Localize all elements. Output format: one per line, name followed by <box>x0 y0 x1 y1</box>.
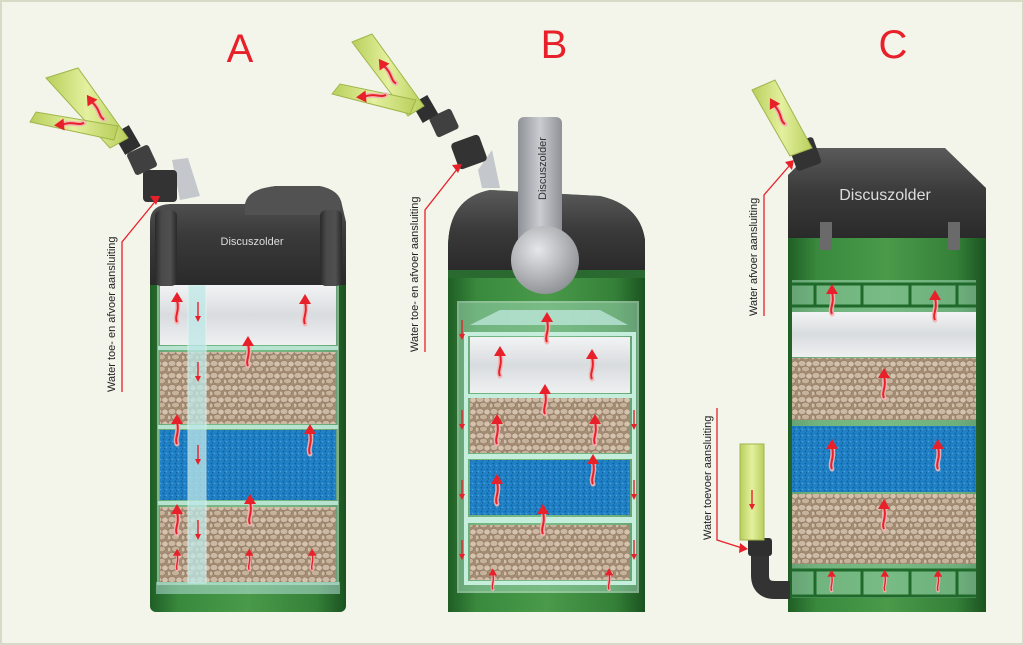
filter-a: A Discuszolder <box>29 27 346 612</box>
coupling-icon <box>143 170 177 202</box>
filter-b: B Discuszolder <box>331 23 645 612</box>
filter-a-clip-left <box>155 210 177 286</box>
filter-b-ceramic-layer <box>470 398 630 453</box>
filter-b-side-label: Water toe- en afvoer aansluiting <box>409 196 421 352</box>
filter-a-label-pointer <box>121 197 159 392</box>
filter-a-clip-right <box>320 210 342 286</box>
filter-c-floss-layer <box>792 312 976 357</box>
filter-c-sponge-layer <box>792 426 976 492</box>
filter-b-brand: Discuszolder <box>537 137 549 200</box>
filter-c-inlet-label: Water toevoer aansluiting <box>702 416 714 540</box>
filter-c-inlet-elbow <box>751 548 790 599</box>
filter-a-side-label: Water toe- en afvoer aansluiting <box>106 236 118 392</box>
filter-c-letter: C <box>879 23 908 67</box>
filter-c: C Discuszolder <box>702 23 986 612</box>
filter-b-bio-layer <box>470 525 630 580</box>
filter-c-label-pointer <box>763 164 791 316</box>
hose-icon <box>739 443 765 541</box>
filter-c-brand: Discuszolder <box>839 187 931 204</box>
filter-b-letter: B <box>541 23 568 67</box>
filter-b-floss-layer <box>470 337 630 393</box>
coupling-icon <box>451 134 487 170</box>
filter-b-label-pointer <box>424 167 459 352</box>
filter-a-valve <box>172 158 200 200</box>
filter-b-knob <box>511 226 579 294</box>
filter-b-sponge-layer <box>470 460 630 515</box>
filter-c-side-label: Water afvoer aansluiting <box>748 198 760 316</box>
filter-a-letter: A <box>227 27 254 71</box>
filter-c-inlet-pointer <box>716 408 743 549</box>
filter-a-center-tube <box>187 284 207 584</box>
filter-c-head <box>788 148 986 238</box>
filter-a-brand: Discuszolder <box>221 236 284 248</box>
